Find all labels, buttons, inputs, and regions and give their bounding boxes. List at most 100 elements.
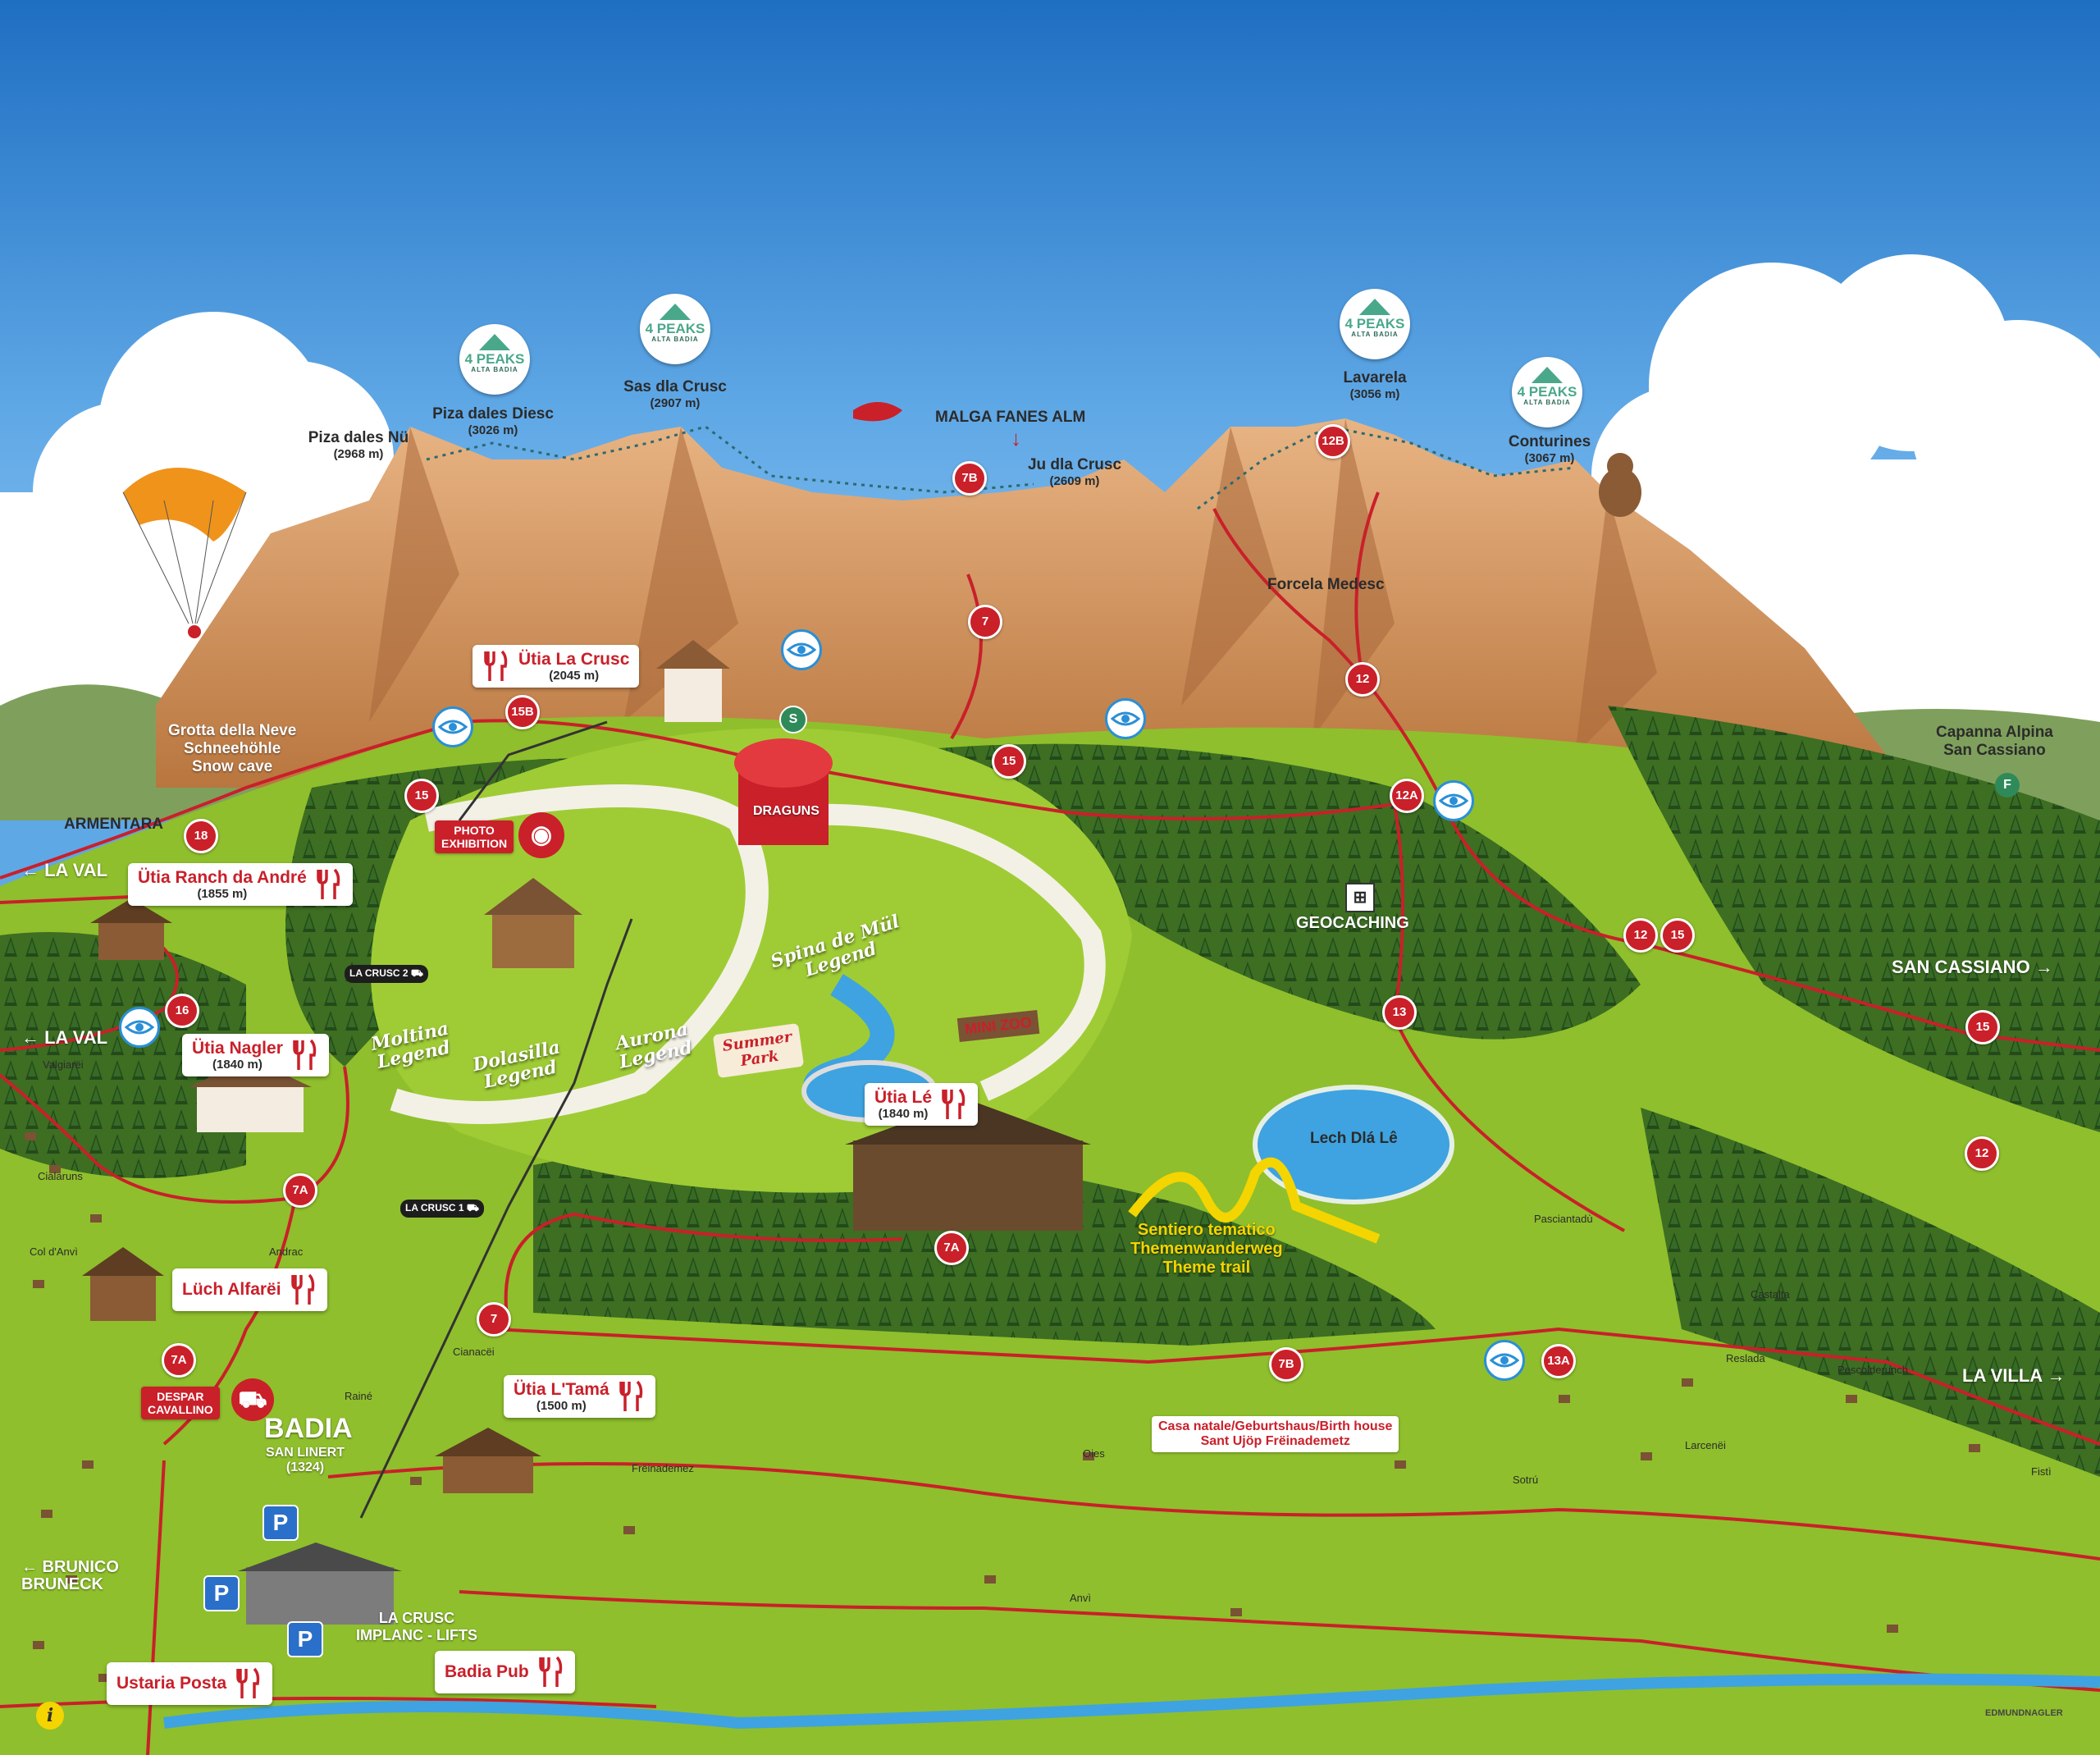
- hut-utia-ltama[interactable]: Ütia L'Tamá(1500 m): [504, 1375, 655, 1419]
- peak-label: Sas dla Crusc (2907 m): [623, 378, 727, 410]
- direction-brunico[interactable]: ← BRUNICO BRUNECK: [21, 1558, 119, 1593]
- trail-marker[interactable]: 12: [1623, 918, 1658, 953]
- trail-marker[interactable]: 7B: [1269, 1347, 1303, 1382]
- camera-icon: ◉: [518, 812, 564, 858]
- restaurant-icon: [482, 650, 510, 683]
- trail-marker[interactable]: 7A: [283, 1173, 317, 1208]
- restaurant-icon: [291, 1039, 319, 1072]
- restaurant-icon: [235, 1667, 262, 1700]
- trail-marker[interactable]: 7A: [162, 1343, 196, 1378]
- birth-house-label[interactable]: Casa natale/Geburtshaus/Birth house Sant…: [1152, 1416, 1399, 1452]
- trail-marker[interactable]: 7B: [952, 461, 987, 496]
- peak-label: Lavarela (3056 m): [1343, 369, 1407, 401]
- hut-utia-la-crusc[interactable]: Ütia La Crusc(2045 m): [472, 645, 640, 688]
- badia-label: BADIA: [264, 1413, 353, 1444]
- village-label: Fistì: [2031, 1465, 2052, 1478]
- malga-fanes-label: MALGA FANES ALM: [935, 409, 1086, 426]
- trail-marker[interactable]: 7: [968, 605, 1002, 639]
- mountain-icon: [479, 334, 510, 350]
- village-label: Oies: [1083, 1447, 1105, 1460]
- artist-signature: EDMUNDNAGLER: [1985, 1708, 2063, 1718]
- lake-lech-dla-le: [1253, 1085, 1454, 1204]
- lodge-buildings: [82, 640, 1091, 1625]
- village-label: Sotrú: [1513, 1474, 1539, 1486]
- trail-marker[interactable]: 7A: [934, 1231, 969, 1265]
- info-icon[interactable]: i: [36, 1702, 64, 1730]
- trail-marker[interactable]: 13: [1382, 995, 1417, 1030]
- restaurant-icon: [290, 1273, 317, 1306]
- bear-icon: [1599, 468, 1641, 517]
- trail-marker[interactable]: 12B: [1316, 424, 1350, 459]
- capanna-marker: F: [1995, 773, 2020, 798]
- shopping-cart-icon: ⛟: [231, 1378, 274, 1421]
- parking-icon[interactable]: P: [203, 1575, 240, 1611]
- parking-icon[interactable]: P: [287, 1621, 323, 1657]
- armentara-label: ARMENTARA: [64, 816, 164, 833]
- badia-sublabel: SAN LINERT (1324): [266, 1446, 345, 1475]
- despar-label[interactable]: DESPAR CAVALLINO: [141, 1387, 220, 1419]
- village-label: Anvì: [1070, 1592, 1092, 1604]
- hut-luch-alfarei[interactable]: Lüch Alfarëi: [172, 1268, 327, 1311]
- trail-marker[interactable]: 18: [184, 819, 218, 853]
- village-label: Andrac: [269, 1245, 304, 1258]
- village-label: Larcenëi: [1685, 1439, 1726, 1451]
- viewpoint-icon[interactable]: [1484, 1340, 1525, 1381]
- trail-marker[interactable]: 15: [992, 744, 1026, 779]
- village-label: Pescolderunch: [1838, 1364, 1908, 1376]
- lift-la-crusc-1[interactable]: LA CRUSC 1 ⛟: [400, 1200, 484, 1218]
- peak-label: Ju dla Crusc (2609 m): [1027, 456, 1122, 488]
- photo-exhibition-label: PHOTO EXHIBITION: [435, 820, 514, 853]
- village-label: Castalta: [1751, 1288, 1790, 1300]
- hiking-trails: [0, 491, 2100, 1755]
- village-label: Col d'Anvì: [30, 1245, 78, 1258]
- trail-marker[interactable]: 7: [477, 1302, 511, 1337]
- village-label: Reslada: [1726, 1352, 1765, 1364]
- grotta-label: Grotta della Neve Schneehöhle Snow cave: [168, 722, 297, 775]
- trail-marker[interactable]: 12: [1965, 1136, 1999, 1171]
- lift-la-crusc-2[interactable]: LA CRUSC 2 ⛟: [345, 965, 428, 983]
- geocaching-label: GEOCACHING: [1296, 914, 1409, 932]
- direction-san-cassiano[interactable]: SAN CASSIANO →: [1892, 957, 2053, 977]
- trail-marker[interactable]: 15: [1965, 1010, 2000, 1044]
- lacrusc-lifts-label: LA CRUSC IMPLANC - LIFTS: [356, 1610, 477, 1643]
- viewpoint-icon[interactable]: [1433, 780, 1474, 821]
- village-label: Frëinademez: [632, 1462, 694, 1474]
- trail-marker[interactable]: 16: [165, 994, 199, 1028]
- viewpoint-icon[interactable]: [781, 629, 822, 670]
- viewpoint-icon[interactable]: [1105, 698, 1146, 739]
- sas-marker: S: [779, 706, 807, 734]
- village-label: Valgiarëi: [43, 1058, 84, 1071]
- village-label: Cialaruns: [38, 1170, 83, 1182]
- direction-la-villa[interactable]: LA VILLA →: [1962, 1365, 2066, 1386]
- hut-ranch-da-andre[interactable]: Ütia Ranch da André(1855 m): [128, 863, 353, 907]
- mountain-icon: [1359, 299, 1390, 315]
- hut-ustaria-posta[interactable]: Ustaria Posta: [107, 1662, 273, 1705]
- hut-utia-le[interactable]: Ütia Lé(1840 m): [865, 1083, 979, 1127]
- hut-utia-nagler[interactable]: Ütia Nagler(1840 m): [182, 1034, 329, 1077]
- theme-trail-path: [1128, 1157, 1381, 1244]
- trail-marker[interactable]: 15: [1660, 918, 1695, 953]
- viewpoint-icon[interactable]: [119, 1007, 160, 1048]
- direction-la-val-1[interactable]: ← LA VAL: [21, 860, 108, 880]
- hut-badia-pub[interactable]: Badia Pub: [435, 1651, 575, 1693]
- parking-icon[interactable]: P: [262, 1505, 299, 1541]
- direction-la-val-2[interactable]: ← LA VAL: [21, 1027, 108, 1048]
- trail-marker[interactable]: 13A: [1541, 1344, 1576, 1378]
- trail-marker[interactable]: 12A: [1390, 779, 1424, 813]
- mountain-icon: [1532, 367, 1563, 383]
- capanna-alpina-label: Capanna Alpina San Cassiano: [1936, 724, 2053, 759]
- dolomites-massif: [156, 418, 1911, 788]
- village-label: Pasciantadù: [1534, 1213, 1593, 1225]
- theme-trail-label: Sentiero tematico Themenwanderweg Theme …: [1130, 1221, 1283, 1277]
- trail-marker[interactable]: 12: [1345, 662, 1380, 697]
- trail-marker[interactable]: 15: [404, 779, 439, 813]
- trail-marker[interactable]: 15B: [505, 695, 540, 729]
- peak-label: Piza dales Diesc (3026 m): [432, 405, 554, 437]
- viewpoint-icon[interactable]: [432, 706, 473, 747]
- village-label: Rainé: [345, 1390, 372, 1402]
